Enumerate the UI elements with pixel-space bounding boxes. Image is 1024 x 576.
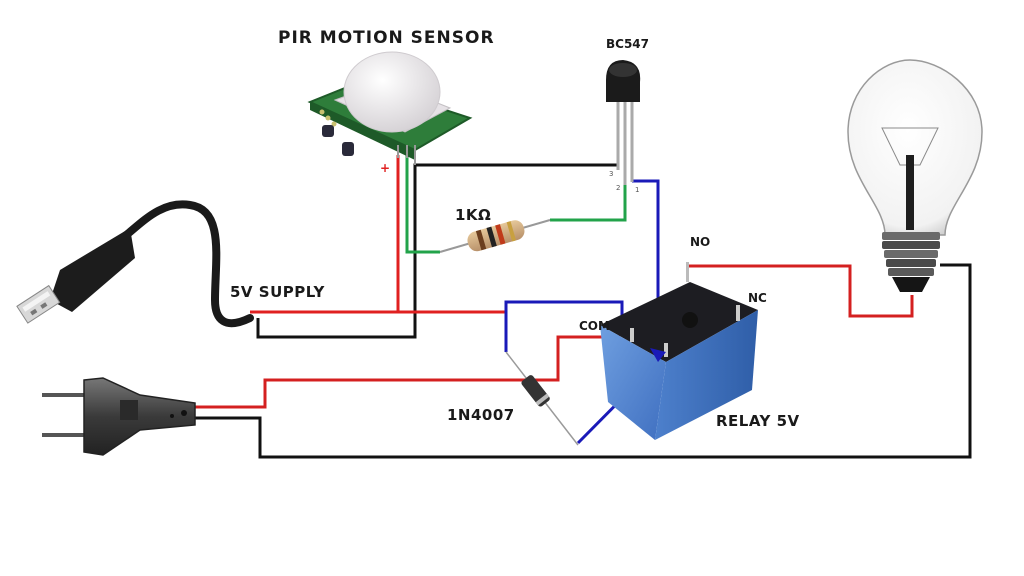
relay-no-label: NO — [690, 235, 710, 249]
bulb-base — [882, 232, 940, 292]
wire-coil-positive — [504, 300, 624, 320]
relay-pin-com — [630, 328, 634, 342]
wire-pir-output — [405, 155, 440, 254]
pin-label-1: 1 — [635, 186, 639, 194]
pin-label-3: 3 — [609, 170, 613, 178]
bulb-stem — [906, 155, 914, 230]
wires — [195, 155, 972, 459]
relay-com-label: COM — [579, 319, 610, 333]
usb-plug-icon — [16, 284, 61, 324]
relay-label: RELAY 5V — [716, 412, 800, 430]
relay-top — [600, 282, 758, 362]
transistor-label: BC547 — [606, 37, 649, 51]
diode-1n4007: 1N4007 — [447, 351, 579, 446]
resistor-label: 1KΩ — [455, 206, 491, 224]
transistor-bc547: BC547 3 2 1 — [606, 37, 649, 194]
relay-5v: NO NC COM RELAY 5V — [579, 235, 800, 440]
relay-pin-nc — [736, 305, 740, 321]
plug-pin-bottom — [42, 433, 87, 437]
pir-sensor-label: PIR MOTION SENSOR — [278, 28, 495, 48]
wire-resistor-to-base — [550, 185, 627, 222]
relay-face-left — [600, 325, 666, 440]
bulb-glass — [847, 59, 983, 236]
relay-pin-no — [686, 262, 689, 282]
usb-supply-label: 5V SUPPLY — [230, 283, 325, 301]
pir-plus-marker: + — [380, 161, 390, 175]
mains-plug-icon — [42, 377, 196, 456]
pin-label-2: 2 — [616, 184, 620, 192]
pir-dome — [343, 51, 441, 133]
usb-cord — [116, 200, 254, 328]
resistor-1k: 1KΩ — [439, 206, 551, 253]
wire-mains-neutral — [195, 263, 972, 459]
plug-pin-top — [42, 393, 87, 397]
wire-mains-live — [195, 335, 620, 409]
diode-label: 1N4007 — [447, 406, 515, 424]
coil-arrow-icon — [650, 348, 666, 362]
relay-pin-coil — [664, 343, 668, 357]
pir-sensor: PIR MOTION SENSOR + — [278, 28, 495, 175]
relay-nc-label: NC — [748, 291, 767, 305]
wire-usb-ground — [256, 163, 618, 339]
light-bulb-icon — [847, 59, 983, 292]
wire-collector-to-coil — [632, 179, 660, 355]
relay-face-right — [655, 310, 758, 440]
usb-cable — [16, 200, 254, 328]
usb-boot — [50, 228, 135, 312]
